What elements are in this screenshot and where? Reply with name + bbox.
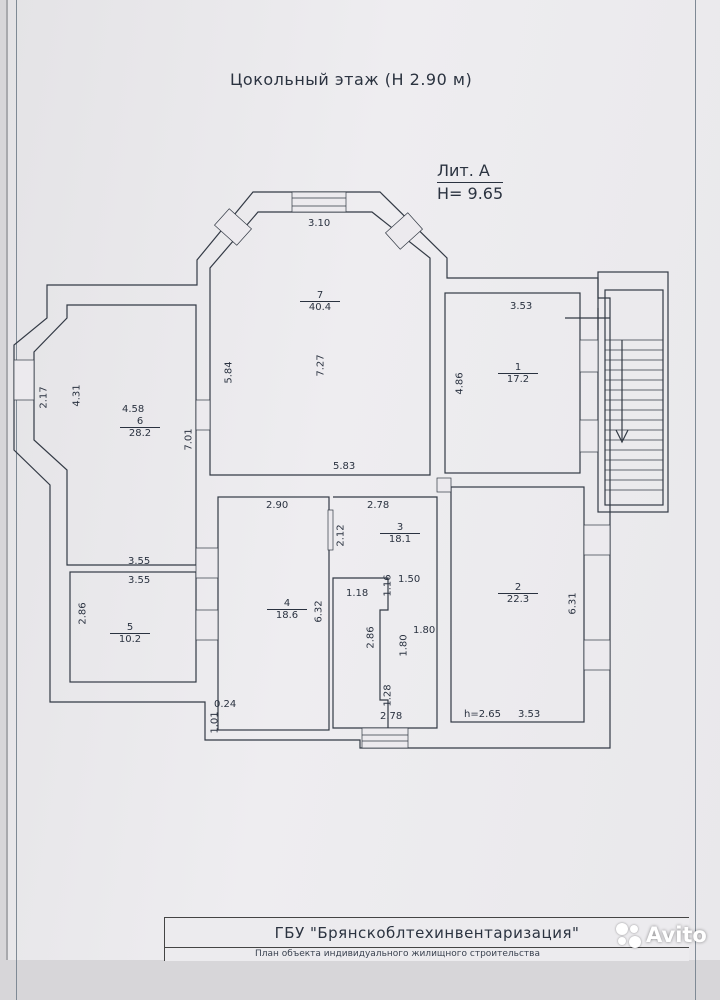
room-3-wall: [332, 496, 438, 729]
room-7-number: 7: [300, 290, 340, 302]
dim-label: 4.31: [71, 384, 83, 407]
dim-label: 2.17: [38, 386, 50, 409]
room-7-wall: [209, 211, 431, 476]
dim-label: 6.31: [567, 592, 579, 615]
literal-height: Н= 9.65: [437, 182, 504, 203]
dim-label: 1.80: [398, 634, 410, 657]
dim-label: 5.84: [223, 361, 235, 384]
dim-label: 3.55: [128, 556, 151, 567]
outer-wall: [13, 191, 611, 749]
room-3-number: 3: [380, 522, 420, 534]
organization-name: ГБУ "Брянскоблтехинвентаризация": [274, 924, 580, 942]
room-3-area: 18.1: [388, 534, 412, 545]
room-6-area: 28.2: [128, 428, 152, 439]
dim-label: 2.78: [380, 711, 403, 722]
room-4-number: 4: [267, 598, 307, 610]
dim-label: 4.58: [122, 404, 145, 415]
divider: [165, 947, 689, 948]
dim-label: 2.12: [335, 524, 347, 547]
dim-label: h=2.65: [464, 709, 501, 720]
avito-logo-icon: [614, 921, 642, 949]
dim-label: 4.86: [454, 372, 466, 395]
dim-label: 7.01: [183, 428, 195, 451]
room-4-area: 18.6: [275, 610, 299, 621]
dim-label: 1.28: [382, 684, 394, 707]
dim-label: 6.32: [313, 600, 325, 623]
dim-label: 3.10: [308, 218, 331, 229]
title-block: ГБУ "Брянскоблтехинвентаризация" План об…: [164, 917, 689, 961]
dim-label: 2.86: [365, 626, 377, 649]
staircase: [597, 271, 669, 513]
avito-brand: Avito: [646, 923, 707, 947]
drawing-sheet: [6, 0, 720, 1000]
room-5-number: 5: [110, 622, 150, 634]
room-2-number: 2: [498, 582, 538, 594]
room-1-wall: [444, 292, 581, 474]
literal-name: Лит. А: [437, 161, 490, 180]
room-2-wall: [450, 486, 585, 723]
sheet-edge: [6, 0, 8, 960]
room-6-number: 6: [120, 416, 160, 428]
dim-label: 2.86: [77, 602, 89, 625]
dim-label: 1.01: [209, 711, 221, 734]
sheet-frame: [16, 0, 696, 1000]
room-1-area: 17.2: [506, 374, 530, 385]
room-6-wall: [33, 304, 197, 566]
room-2-area: 22.3: [506, 594, 530, 605]
room-5-area: 10.2: [118, 634, 142, 645]
dim-label: 2.78: [367, 500, 390, 511]
dim-label: 1.80: [413, 625, 436, 636]
dim-label: 1.18: [346, 588, 369, 599]
floor-plan: [13, 191, 669, 749]
dim-label: 0.24: [214, 699, 237, 710]
dim-label: 1.50: [398, 574, 421, 585]
dim-label: 2.90: [266, 500, 289, 511]
dim-label: 1.16: [382, 574, 394, 597]
dim-label: 3.53: [518, 709, 541, 720]
dim-label: 3.55: [128, 575, 151, 586]
room-1-number: 1: [498, 362, 538, 374]
room-7-area: 40.4: [308, 302, 332, 313]
dim-label: 7.27: [315, 354, 327, 377]
floor-title: Цокольный этаж (Н 2.90 м): [230, 70, 473, 89]
dim-label: 5.83: [333, 461, 356, 472]
avito-watermark: Avito: [614, 918, 707, 952]
plan-subtitle: План объекта индивидуального жилищного с…: [255, 949, 540, 959]
literal-label: Лит. А Н= 9.65: [437, 160, 504, 205]
dim-label: 3.53: [510, 301, 533, 312]
